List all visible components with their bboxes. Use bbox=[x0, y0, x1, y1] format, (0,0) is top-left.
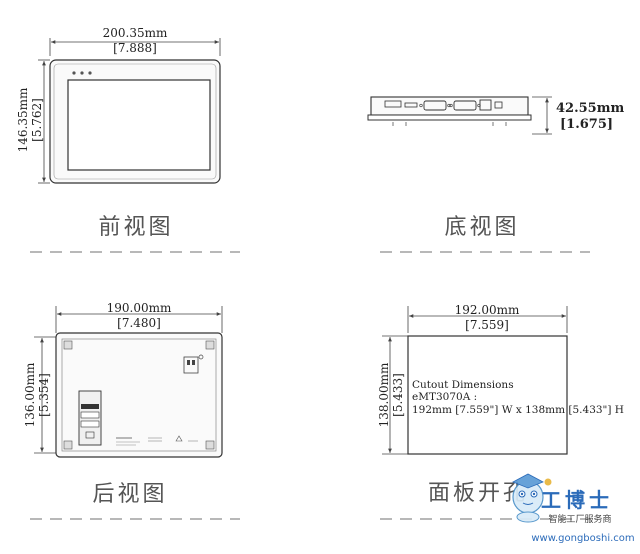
watermark-brand: 工博士 bbox=[541, 488, 613, 512]
cutout-outline bbox=[407, 335, 568, 455]
bottom-height-mm: 42.55mm bbox=[556, 101, 624, 116]
rear-height-mm: 136.00mm bbox=[23, 362, 37, 427]
watermark-tagline: 智能工厂服务商 bbox=[548, 513, 611, 525]
ethernet-port-icon bbox=[479, 99, 492, 111]
robot-mascot-icon bbox=[512, 473, 552, 523]
front-screen bbox=[67, 79, 211, 171]
dip-switch-icon bbox=[183, 356, 199, 374]
bottom-view-caption: 底视图 bbox=[444, 215, 519, 240]
rear-height-dimension: 136.00mm [5.354] bbox=[23, 336, 56, 454]
cutout-model: eMT3070A : bbox=[412, 391, 477, 403]
serial-port-icon bbox=[453, 100, 477, 111]
cutout-view: 192.00mm [7.559] 138.00mm [5.433] Cutout… bbox=[377, 303, 624, 520]
front-view-caption: 前视图 bbox=[98, 215, 173, 240]
rear-view: 190.00mm [7.480] 136.00mm [5.354] bbox=[23, 301, 240, 520]
front-height-mm: 146.35mm bbox=[16, 87, 30, 152]
warning-icon bbox=[175, 435, 183, 442]
bottom-height-in: [1.675] bbox=[560, 117, 613, 132]
led-indicator-icon bbox=[88, 71, 92, 75]
mounting-clip-icon bbox=[205, 440, 215, 450]
cutout-size: 192mm [7.559"] W x 138mm [5.433"] H bbox=[412, 404, 624, 416]
power-connector-icon bbox=[384, 100, 402, 108]
cutout-height-in: [5.433] bbox=[391, 373, 405, 417]
front-height-in: [5.762] bbox=[30, 98, 44, 142]
cutout-width-in: [7.559] bbox=[465, 318, 509, 332]
bottom-bezel-lip bbox=[367, 114, 532, 121]
rear-width-dimension: 190.00mm [7.480] bbox=[55, 301, 223, 333]
cutout-height-mm: 138.00mm bbox=[377, 362, 391, 427]
front-width-mm: 200.35mm bbox=[103, 26, 168, 40]
front-view: 200.35mm [7.888] 146.35mm [5.762] 前视图 bbox=[16, 26, 240, 253]
led-indicator-icon bbox=[72, 71, 76, 75]
rear-view-caption: 后视图 bbox=[92, 482, 167, 507]
cutout-width-dimension: 192.00mm [7.559] bbox=[407, 303, 568, 333]
led-indicator-icon bbox=[80, 71, 84, 75]
cutout-width-mm: 192.00mm bbox=[455, 303, 520, 317]
mounting-clip-icon bbox=[63, 340, 73, 350]
rear-height-in: [5.354] bbox=[37, 373, 51, 417]
watermark-url: www.gongboshi.com bbox=[531, 533, 634, 544]
cutout-view-caption: 面板开孔 bbox=[428, 481, 528, 506]
rear-width-in: [7.480] bbox=[117, 316, 161, 330]
watermark: 工博士 智能工厂服务商 www.gongboshi.com bbox=[512, 473, 635, 544]
bottom-view: 42.55mm [1.675] 底视图 bbox=[367, 96, 624, 253]
front-width-dimension: 200.35mm [7.888] bbox=[49, 26, 221, 56]
usb-port-icon bbox=[494, 101, 503, 109]
serial-port-icon bbox=[423, 100, 447, 111]
mounting-clip-icon bbox=[63, 440, 73, 450]
mounting-clip-icon bbox=[205, 340, 215, 350]
front-width-in: [7.888] bbox=[113, 41, 157, 55]
front-height-dimension: 146.35mm [5.762] bbox=[16, 59, 50, 184]
rear-width-mm: 190.00mm bbox=[107, 301, 172, 315]
cutout-title: Cutout Dimensions bbox=[412, 379, 514, 391]
bottom-height-dimension: 42.55mm [1.675] bbox=[532, 96, 624, 135]
cutout-height-dimension: 138.00mm [5.433] bbox=[377, 335, 408, 455]
